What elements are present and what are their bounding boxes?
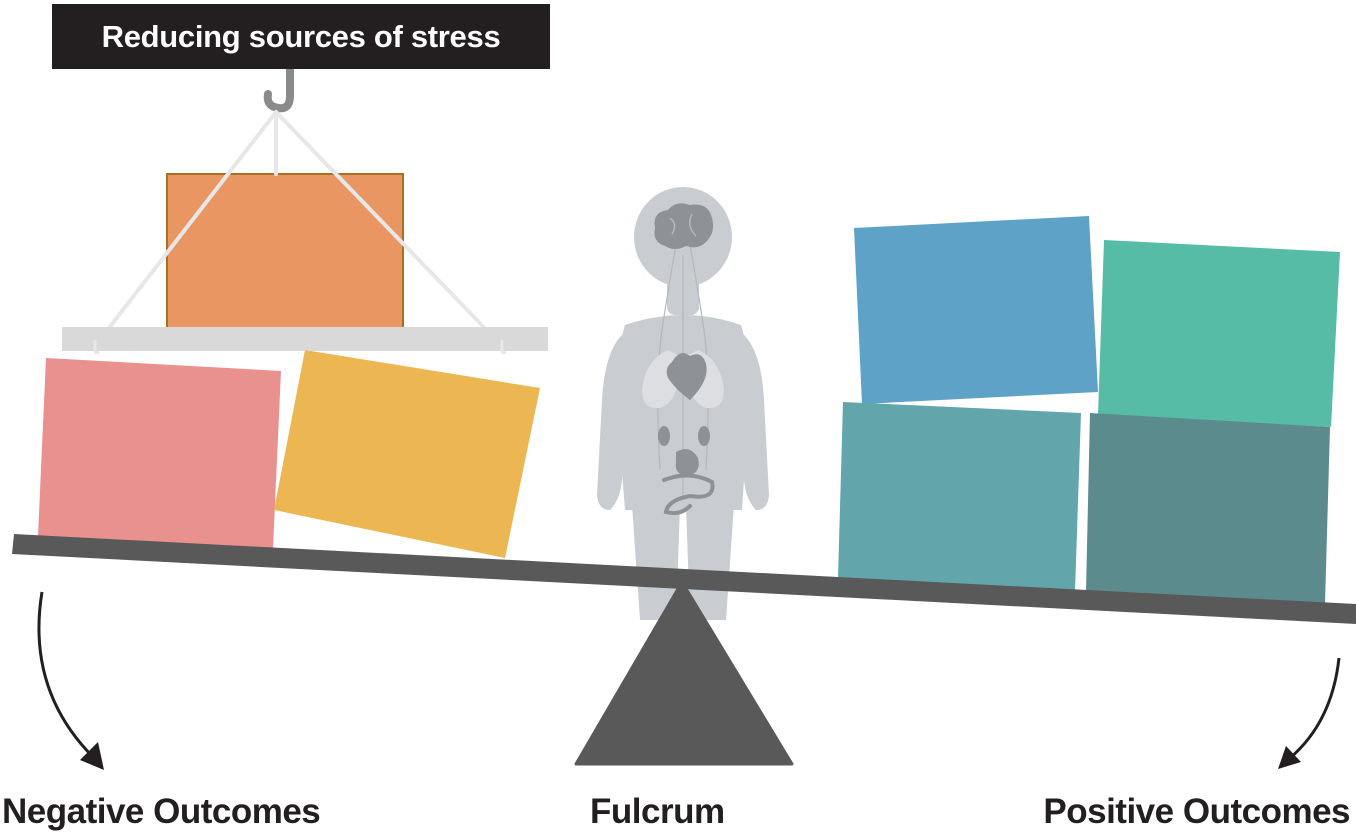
human-body-icon [597,187,769,620]
curved-arrow-icon [37,591,104,770]
right-block-bottom-2 [1086,413,1330,604]
seesaw-beam [12,534,1356,624]
curved-arrow-icon [1278,657,1341,769]
left-block-2 [274,350,540,558]
positive-outcomes-label: Positive Outcomes [1043,792,1350,831]
right-block-bottom-1 [838,402,1081,591]
sling-hooks [93,340,507,355]
kidneys-icon [658,426,710,446]
hook-icon [263,66,294,113]
right-block-top-2 [1098,240,1340,427]
lifting-platform [62,327,548,351]
right-block-top-1 [854,216,1098,404]
fulcrum-triangle [574,580,794,766]
heart-icon [666,353,707,400]
left-block-1 [38,358,281,548]
brain-icon [654,203,714,249]
sling-icon [93,110,504,348]
stomach-icon [662,449,715,516]
hanging-block [166,173,404,330]
negative-outcomes-label: Negative Outcomes [2,792,321,831]
diagram-title: Reducing sources of stress [52,4,550,69]
fulcrum-label: Fulcrum [590,792,725,831]
